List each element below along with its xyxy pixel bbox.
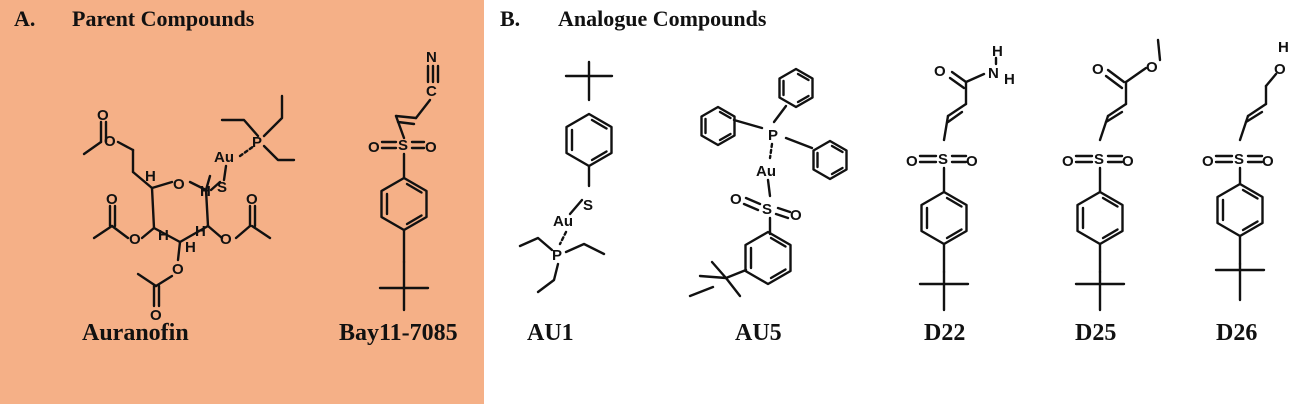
d25-carbonyl-oxygen: O (1092, 61, 1104, 78)
auranofin-h3: H (185, 239, 196, 256)
bay-nitrile-nitrogen: N (426, 49, 437, 66)
auranofin-carbonyl-oxygen: O (97, 107, 109, 124)
au5-gold: Au (756, 163, 776, 180)
bay11-7085-structure: N C S O O (368, 49, 440, 312)
auranofin-ester-oxygen: O (104, 133, 116, 150)
d25-sulfur: S (1094, 151, 1104, 168)
au5-structure: P Au S O O (688, 67, 848, 298)
d22-sulfonyl-oxygen-right: O (966, 153, 978, 170)
compound-label-bay11-7085: Bay11-7085 (339, 320, 458, 346)
au5-sulfur: S (762, 201, 772, 218)
d26-structure: H O S O O (1202, 39, 1289, 302)
au1-sulfur: S (583, 197, 593, 214)
d26-sulfonyl-oxygen-left: O (1202, 153, 1214, 170)
au5-sulfonyl-oxygen-right: O (790, 207, 802, 224)
bay-sulfur: S (398, 137, 408, 154)
auranofin-h1: H (200, 183, 211, 200)
compound-label-auranofin: Auranofin (82, 320, 189, 346)
d22-sulfonyl-oxygen-left: O (906, 153, 918, 170)
auranofin-o4: O (129, 231, 141, 248)
d25-ester-oxygen: O (1146, 59, 1158, 76)
d25-sulfonyl-oxygen-right: O (1122, 153, 1134, 170)
auranofin-sulfur: S (217, 179, 227, 196)
compound-label-d25: D25 (1075, 320, 1117, 346)
auranofin-o4-carbonyl: O (106, 191, 118, 208)
panel-b-title: B. Analogue Compounds (500, 6, 766, 32)
auranofin-structure: O O O H H S Au P O O H O (82, 94, 296, 324)
d22-carbonyl-oxygen: O (934, 63, 946, 80)
d22-structure: H N H O S O O (906, 43, 1015, 312)
auranofin-h2: H (195, 223, 206, 240)
bay-sulfonyl-oxygen-right: O (425, 139, 437, 156)
d26-sulfur: S (1234, 151, 1244, 168)
au1-phosphorus: P (552, 247, 562, 264)
d22-sulfur: S (938, 151, 948, 168)
panel-a-title: A. Parent Compounds (14, 6, 254, 32)
au1-gold: Au (553, 213, 573, 230)
au5-sulfonyl-oxygen-left: O (730, 191, 742, 208)
compound-label-au1: AU1 (527, 320, 574, 346)
auranofin-ring-oxygen: O (173, 176, 185, 193)
auranofin-h5: H (145, 168, 156, 185)
compound-label-au5: AU5 (735, 320, 782, 346)
d26-hydroxyl-hydrogen: H (1278, 39, 1289, 56)
auranofin-o2-carbonyl: O (246, 191, 258, 208)
auranofin-o2: O (220, 231, 232, 248)
bay-nitrile-carbon: C (426, 83, 437, 100)
d22-amide-h-top: H (992, 43, 1003, 60)
auranofin-o3: O (172, 261, 184, 278)
d22-amide-h: H (1004, 71, 1015, 88)
panel-b-heading: Analogue Compounds (558, 6, 767, 31)
d26-sulfonyl-oxygen-right: O (1262, 153, 1274, 170)
d22-amide-nitrogen: N (988, 65, 999, 82)
au1-structure: S Au P (518, 60, 614, 294)
compound-label-d22: D22 (924, 320, 966, 346)
panel-a-background (0, 0, 484, 404)
panel-b-letter: B. (500, 6, 521, 31)
panel-a-letter: A. (14, 6, 36, 31)
auranofin-phosphorus: P (252, 134, 262, 151)
d25-sulfonyl-oxygen-left: O (1062, 153, 1074, 170)
au5-phosphorus: P (768, 127, 778, 144)
bay-sulfonyl-oxygen-left: O (368, 139, 380, 156)
d25-structure: O O S O O (1062, 38, 1162, 312)
auranofin-h4: H (158, 227, 169, 244)
compound-label-d26: D26 (1216, 320, 1258, 346)
auranofin-o3-carbonyl: O (150, 307, 162, 324)
panel-a-heading: Parent Compounds (72, 6, 255, 31)
auranofin-gold: Au (214, 149, 234, 166)
